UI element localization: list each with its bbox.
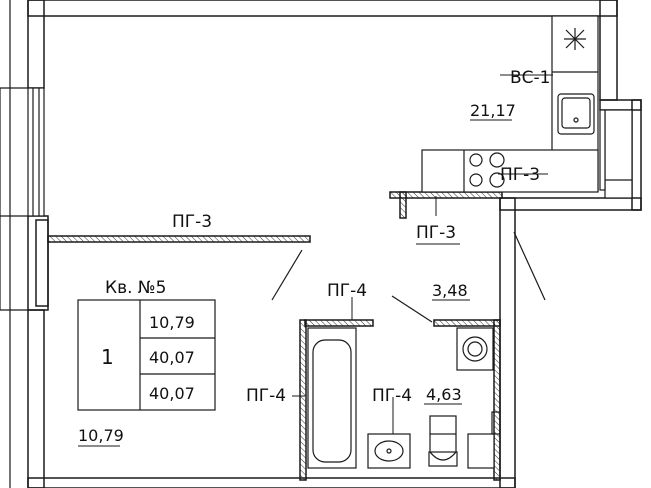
area-hallway: 3,48 [432, 281, 468, 300]
door-swings [271, 231, 546, 323]
label-pg3-lower: ПГ-3 [416, 223, 456, 243]
label-pg4-top: ПГ-4 [327, 281, 367, 301]
living-area: 10,79 [149, 313, 195, 332]
exterior-walls [27, 0, 642, 488]
hood-icon [564, 28, 586, 50]
bathtub-icon [307, 327, 357, 469]
label-pg4-left: ПГ-4 [246, 386, 286, 406]
label-pg4-bath: ПГ-4 [372, 386, 412, 406]
partitions [47, 191, 503, 481]
total-area: 40,07 [149, 348, 195, 367]
fridge [599, 109, 606, 191]
label-pg3-kitchen: ПГ-3 [500, 165, 540, 185]
toilet-icon [428, 415, 458, 467]
window-right [604, 109, 633, 199]
area-bathroom: 4,63 [426, 385, 462, 404]
labels: ВС-1 21,17 ПГ-3 ПГ-3 ПГ-3 ПГ-4 3,48 Кв. … [78, 68, 550, 445]
sink-icon [557, 93, 595, 135]
label-vs1: ВС-1 [510, 68, 550, 88]
washing-machine-icon [456, 327, 494, 371]
area-kitchen: 21,17 [470, 101, 516, 120]
windows [0, 0, 45, 488]
apartment-number: Кв. №5 [105, 278, 166, 298]
total-area-balcony: 40,07 [149, 384, 195, 403]
room-count: 1 [101, 345, 114, 369]
apartment-table [77, 299, 216, 411]
bath-shelf [467, 411, 501, 469]
area-room: 10,79 [78, 426, 124, 445]
washbasin-icon [367, 433, 411, 469]
stove-icon [469, 152, 505, 188]
leader-lines [78, 74, 553, 447]
label-pg3-top: ПГ-3 [172, 212, 212, 232]
